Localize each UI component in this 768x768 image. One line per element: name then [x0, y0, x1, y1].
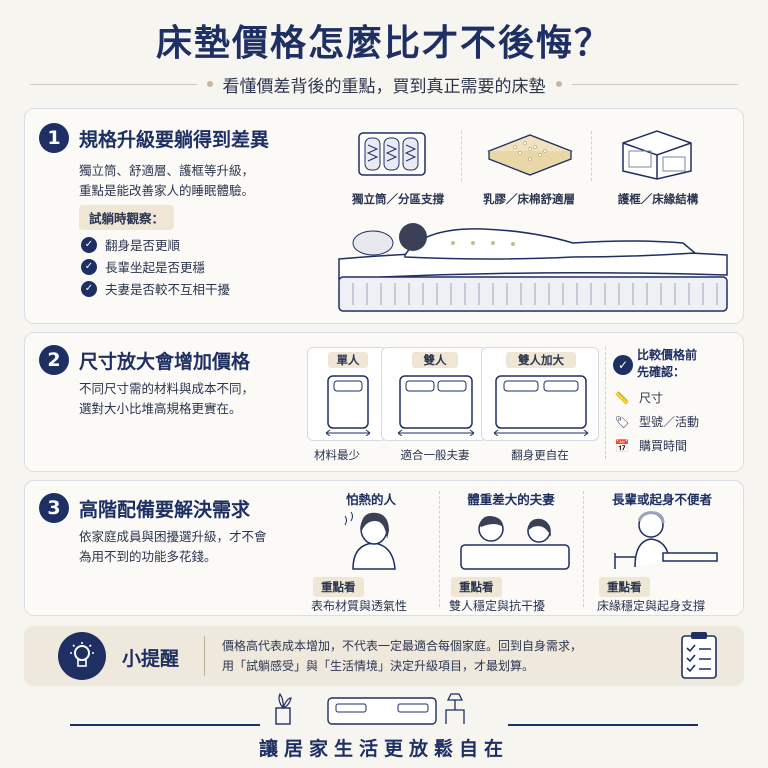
- mattress-sleeper-illustration: [338, 223, 728, 312]
- section-description: 獨立筒、舒適層、護框等升級， 重點是能改善家人的睡眠體驗。: [79, 163, 255, 198]
- size-box-queen: 雙人加大: [481, 347, 599, 441]
- column-title: 怕熱的人: [345, 492, 396, 507]
- check-item: ✓夫妻是否較不互相干擾: [81, 279, 230, 298]
- page-subtitle: 看懂價差背後的重點，買到真正需要的床墊: [222, 76, 546, 97]
- double-bed-icon: [397, 375, 475, 436]
- couple-in-bed-illustration: [460, 516, 570, 570]
- check-icon: ✓: [81, 280, 97, 297]
- section-heading: 尺寸放大會增加價格: [79, 351, 251, 373]
- feature-label: 獨立筒／分區支撐: [352, 192, 444, 206]
- latex-foam-icon: [487, 134, 573, 176]
- elderly-bedside-illustration: [614, 511, 718, 569]
- confirm-item: 🏷型號／活動: [614, 414, 700, 430]
- section-number: 2: [39, 345, 69, 375]
- focus-tag: 重點看: [599, 577, 650, 597]
- check-icon: ✓: [81, 236, 97, 253]
- price-tag-icon: 🏷: [614, 414, 630, 429]
- footer-line-left: [70, 724, 260, 726]
- feature-label: 護框／床緣結構: [617, 192, 699, 206]
- footer-slogan: 讓居家生活更放鬆自在: [258, 738, 509, 760]
- section-heading: 規格升級要躺得到差異: [79, 129, 270, 151]
- lightbulb-icon: [58, 632, 106, 680]
- bedroom-illustration: [275, 692, 465, 725]
- column-title: 體重差大的夫妻: [467, 492, 555, 507]
- checklist-icon: [681, 632, 717, 679]
- single-bed-icon: [325, 375, 371, 436]
- confirm-item: 📏尺寸: [614, 390, 664, 406]
- edge-frame-icon: [622, 130, 692, 180]
- section-description: 依家庭成員與困擾選升級，才不會 為用不到的功能多花錢。: [79, 529, 267, 564]
- pocket-spring-icon: [358, 132, 426, 176]
- size-caption: 材料最少: [314, 448, 360, 462]
- confirm-item: 📅購買時間: [614, 438, 688, 454]
- focus-detail: 雙人穩定與抗干擾: [449, 599, 546, 613]
- tip-label: 小提醒: [122, 648, 180, 670]
- calendar-icon: 📅: [614, 438, 630, 453]
- divider-dot: [206, 81, 213, 87]
- size-caption: 翻身更自在: [511, 448, 569, 462]
- feature-label: 乳膠／床棉舒適層: [483, 192, 575, 206]
- section-heading: 高階配備要解決需求: [79, 499, 251, 521]
- size-caption: 適合一般夫妻: [400, 448, 470, 462]
- section-2-card: 2 尺寸放大會增加價格 不同尺寸需的材料與成本不同， 選對大小比堆高規格更實在。…: [24, 332, 744, 472]
- check-item: ✓長輩坐起是否更穩: [81, 257, 205, 276]
- size-box-double: 雙人: [381, 347, 487, 441]
- hot-sleeper-illustration: [344, 511, 396, 570]
- divider-dot: [555, 81, 562, 87]
- confirm-title: 比較價格前 先確認：: [637, 348, 698, 379]
- check-icon: ✓: [613, 355, 633, 375]
- subtitle-row: 看懂價差背後的重點，買到真正需要的床墊: [30, 70, 738, 98]
- column-title: 長輩或起身不便者: [611, 492, 712, 507]
- ruler-icon: 📏: [614, 390, 630, 405]
- focus-tag: 重點看: [313, 577, 364, 597]
- page-title: 床墊價格怎麼比才不後悔？: [155, 23, 612, 64]
- tip-text: 價格高代表成本增加，不代表一定最適合每個家庭。回到自身需求， 用「試躺感受」與「…: [222, 639, 583, 673]
- section-number: 1: [39, 123, 69, 153]
- focus-detail: 床緣穩定與起身支撐: [597, 599, 706, 613]
- check-icon: ✓: [81, 258, 97, 275]
- focus-detail: 表布材質與透氣性: [311, 599, 408, 613]
- focus-tag: 重點看: [451, 577, 502, 597]
- section-3-card: 3 高階配備要解決需求 依家庭成員與困擾選升級，才不會 為用不到的功能多花錢。 …: [24, 480, 744, 616]
- divider-line: [30, 83, 197, 85]
- section-number: 3: [39, 493, 69, 523]
- size-box-single: 單人: [307, 347, 387, 441]
- divider-line: [571, 83, 738, 85]
- footer-line-right: [508, 724, 698, 726]
- check-item: ✓翻身是否更順: [81, 235, 180, 254]
- observe-tag: 試躺時觀察：: [79, 205, 175, 230]
- section-1-card: 1 規格升級要躺得到差異 獨立筒、舒適層、護框等升級， 重點是能改善家人的睡眠體…: [24, 108, 744, 324]
- section-description: 不同尺寸需的材料與成本不同， 選對大小比堆高規格更實在。: [79, 381, 255, 416]
- tip-card: 小提醒 價格高代表成本增加，不代表一定最適合每個家庭。回到自身需求， 用「試躺感…: [24, 626, 744, 686]
- queen-bed-icon: [493, 375, 589, 436]
